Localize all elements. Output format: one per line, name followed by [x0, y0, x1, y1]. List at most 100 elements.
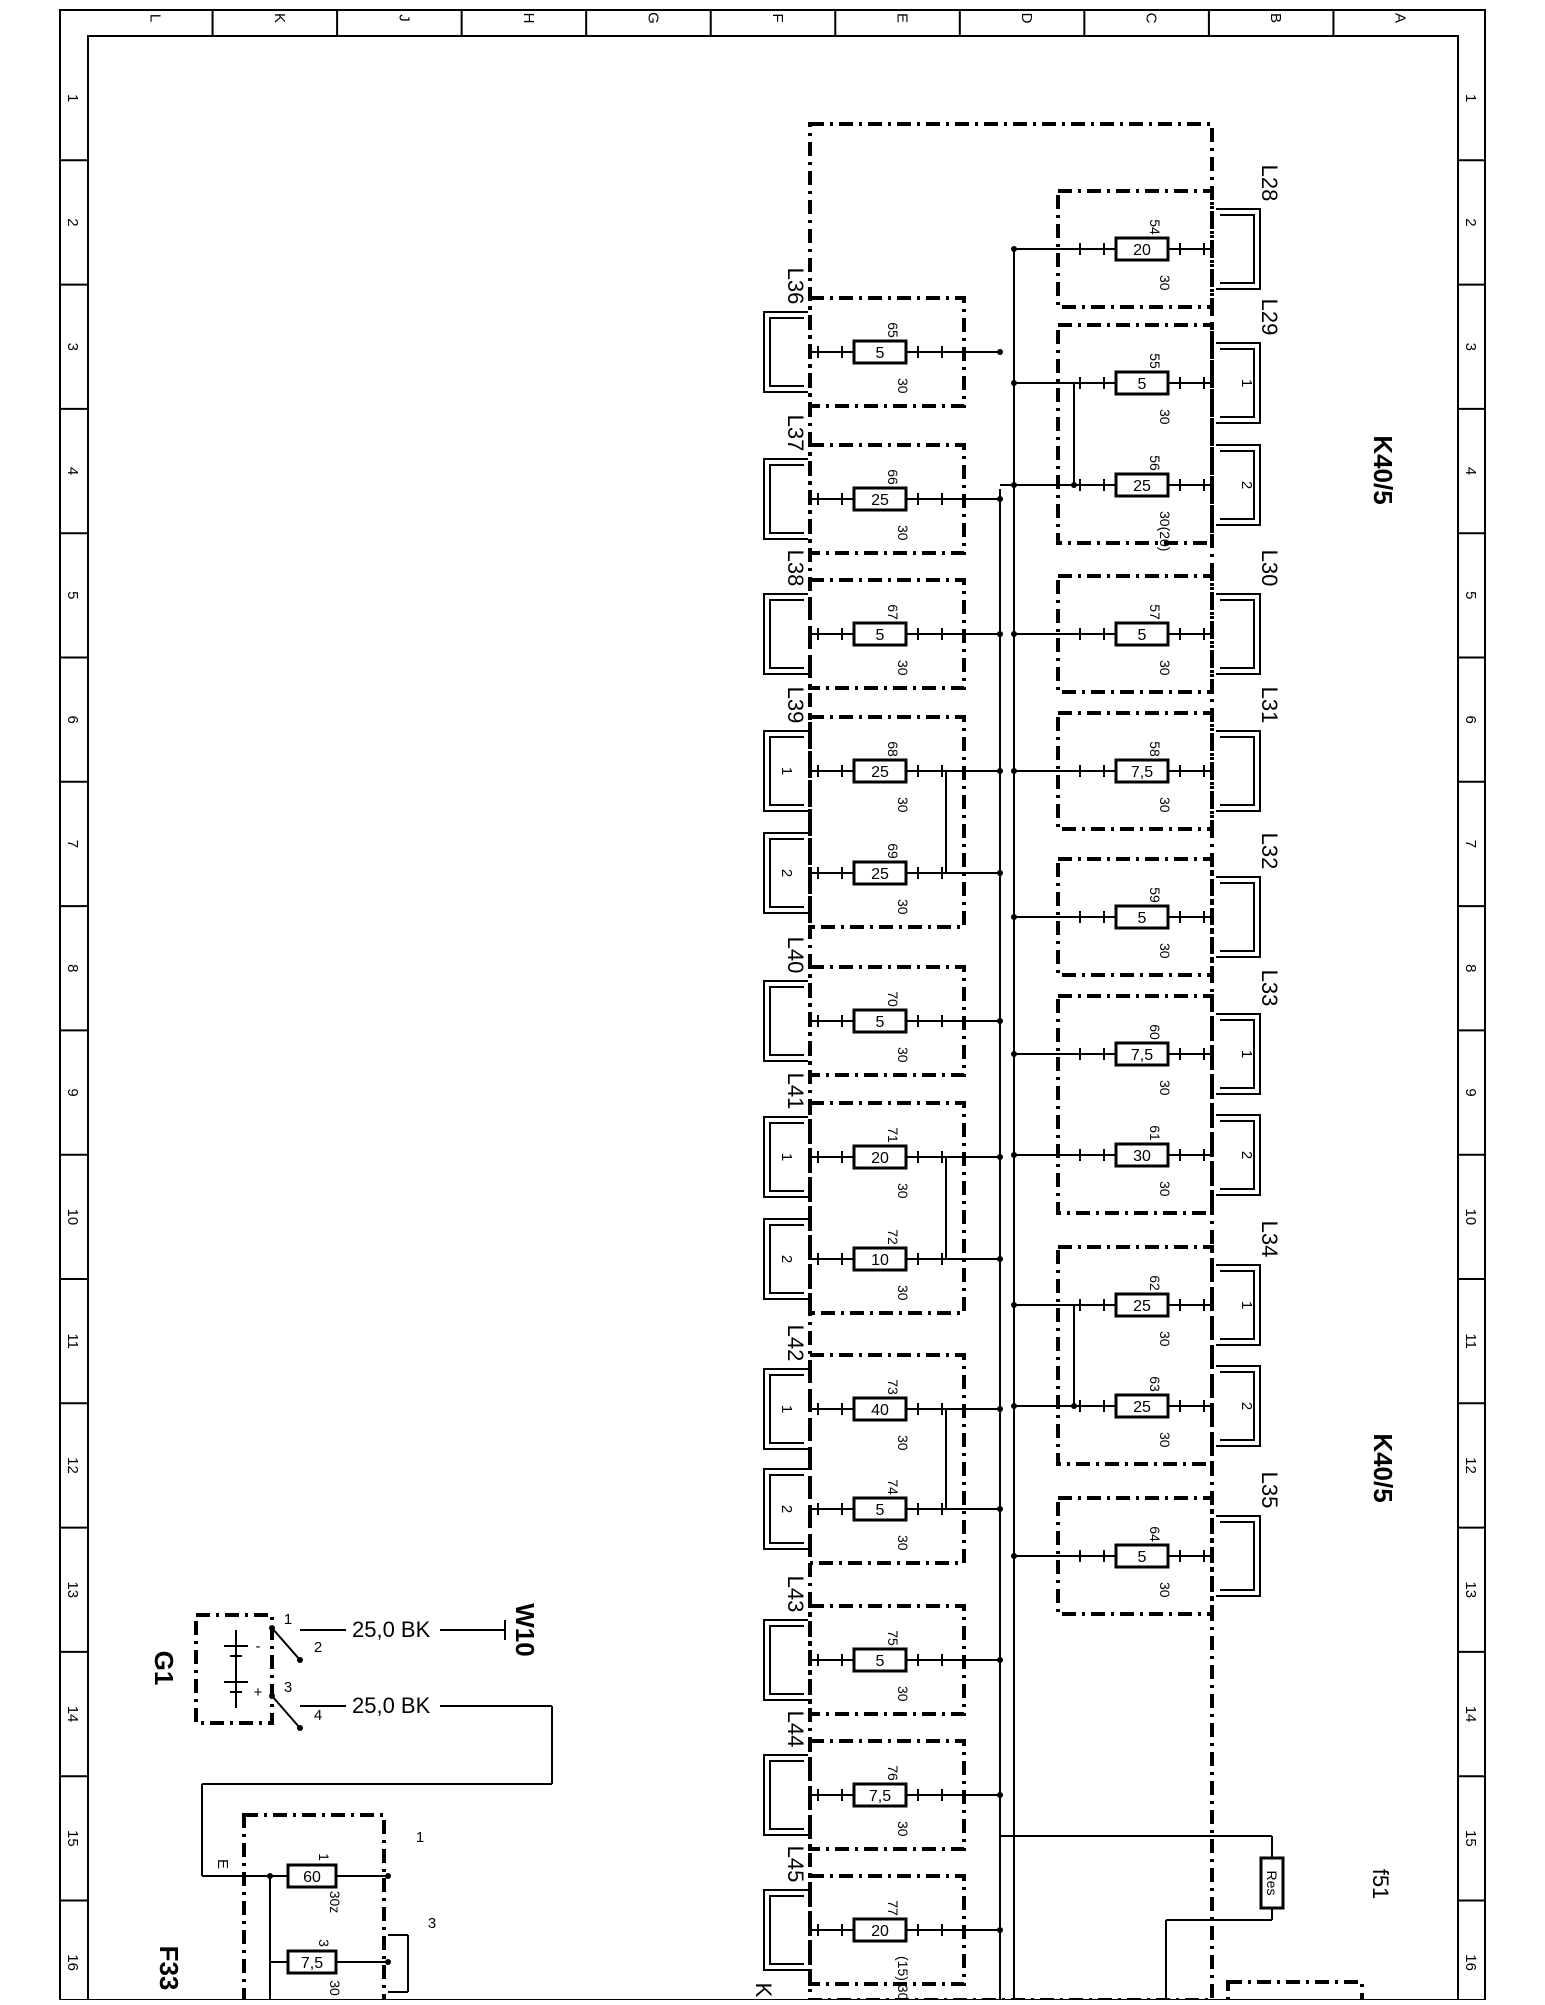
row-label: 4	[1462, 467, 1479, 475]
right-fuse-module	[1056, 994, 1214, 1215]
fuse-number: 61	[1147, 1125, 1163, 1141]
fuse-body	[1114, 472, 1170, 498]
fuse-body	[852, 1144, 908, 1170]
fuse-rating: 30	[1157, 943, 1173, 959]
fuse-value: 5	[876, 1502, 885, 1519]
column-label: B	[1267, 13, 1284, 23]
column-label: C	[1143, 13, 1160, 24]
fuse-number: 75	[885, 1630, 901, 1646]
connector-pin: 1	[778, 1153, 795, 1161]
row-label: 9	[64, 1088, 81, 1096]
fuse-rating: 30	[1157, 1432, 1173, 1448]
row-label: 15	[1462, 1830, 1479, 1847]
row-label: 12	[1462, 1457, 1479, 1474]
mega-fuse-pin-3: 3	[428, 1915, 436, 1932]
connector-pin: 2	[778, 1505, 795, 1513]
fuse-body	[1114, 904, 1170, 930]
fuse-number: 77	[885, 1900, 901, 1916]
battery-pin-1: 1	[284, 1611, 292, 1628]
row-label: 13	[1462, 1581, 1479, 1598]
fuse-value: 25	[1133, 1399, 1151, 1416]
connector-label-l45: L45	[783, 1846, 808, 1883]
fuse-number: 57	[1147, 604, 1163, 620]
fuse-body	[1114, 621, 1170, 647]
fuse-number: 66	[885, 469, 901, 485]
fuse-value: 10	[871, 1252, 889, 1269]
row-label: 7	[64, 840, 81, 848]
fuse-value: 7,5	[869, 1788, 891, 1805]
fuse-number: 72	[885, 1229, 901, 1245]
fuse-body	[1114, 1393, 1170, 1419]
bottom-right-box-outline	[1226, 1980, 1364, 2005]
fuse-value: 40	[871, 1402, 889, 1419]
fuse-body	[852, 1782, 908, 1808]
row-label: 6	[64, 715, 81, 723]
battery-ref: G1	[149, 1651, 179, 1686]
fuse-number: 56	[1147, 455, 1163, 471]
connector: L31	[1216, 687, 1282, 812]
fuse-rating: 30	[1157, 1080, 1173, 1096]
mega-fuse-1-value: 60	[303, 1869, 321, 1886]
fuse-rating: 30	[895, 1435, 911, 1451]
fuse-number: 54	[1147, 219, 1163, 235]
connector: L32	[1216, 833, 1282, 958]
connector-label-l34: L34	[1257, 1221, 1282, 1258]
fuse-value: 5	[1138, 376, 1147, 393]
fuse-body	[852, 1008, 908, 1034]
connector-pin: 1	[1238, 379, 1255, 387]
fuse-56: 25 56 30(20)	[1011, 455, 1212, 551]
fuse-number: 67	[885, 604, 901, 620]
fuse-number: 68	[885, 741, 901, 757]
connector-label-l40: L40	[783, 937, 808, 974]
connector-pin: 2	[1238, 1151, 1255, 1159]
left-fuse-modules: 56530L36256630L3756730L38256830L39125693…	[763, 268, 1003, 2001]
fuse-value: 5	[1138, 910, 1147, 927]
connector-label-l32: L32	[1257, 833, 1282, 870]
fuse-number: 60	[1147, 1024, 1163, 1040]
fuse-value: 25	[1133, 1298, 1151, 1315]
connector: L44	[763, 1711, 808, 1836]
row-label: 10	[64, 1209, 81, 1226]
fuse-body	[852, 621, 908, 647]
battery-minus: -	[256, 1638, 261, 1655]
fuse-value: 25	[1133, 478, 1151, 495]
connector-label-l42: L42	[783, 1325, 808, 1362]
fuse-rating: 30	[895, 660, 911, 676]
res-element: Res f51	[1000, 1835, 1393, 2000]
fuse-rating: 30	[895, 378, 911, 394]
fuse-body	[1114, 1142, 1170, 1168]
row-label: 14	[1462, 1706, 1479, 1723]
column-label: D	[1018, 13, 1035, 24]
connector: L40	[763, 937, 808, 1062]
fuse-value: 5	[876, 1014, 885, 1031]
column-label: G	[644, 12, 661, 24]
fuse-body	[852, 758, 908, 784]
connector: L30	[1216, 550, 1282, 675]
fuse-body	[1114, 370, 1170, 396]
connector-pin: 1	[778, 767, 795, 775]
fuse-63: 25 63 30	[1011, 1376, 1212, 1448]
row-label: 10	[1462, 1209, 1479, 1226]
fuse-value: 25	[871, 764, 889, 781]
mega-fuse-1-number: 1	[316, 1853, 332, 1861]
row-label: 5	[64, 591, 81, 599]
fuse-number: 63	[1147, 1376, 1163, 1392]
fuse-rating: 30(20)	[1157, 511, 1173, 551]
battery-wire-1-label: 25,0 BK	[352, 1617, 431, 1642]
fuse-rating: 30	[895, 797, 911, 813]
left-fuse-module	[808, 715, 966, 929]
fuse-number: 59	[1147, 887, 1163, 903]
connector-pin: 2	[778, 869, 795, 877]
